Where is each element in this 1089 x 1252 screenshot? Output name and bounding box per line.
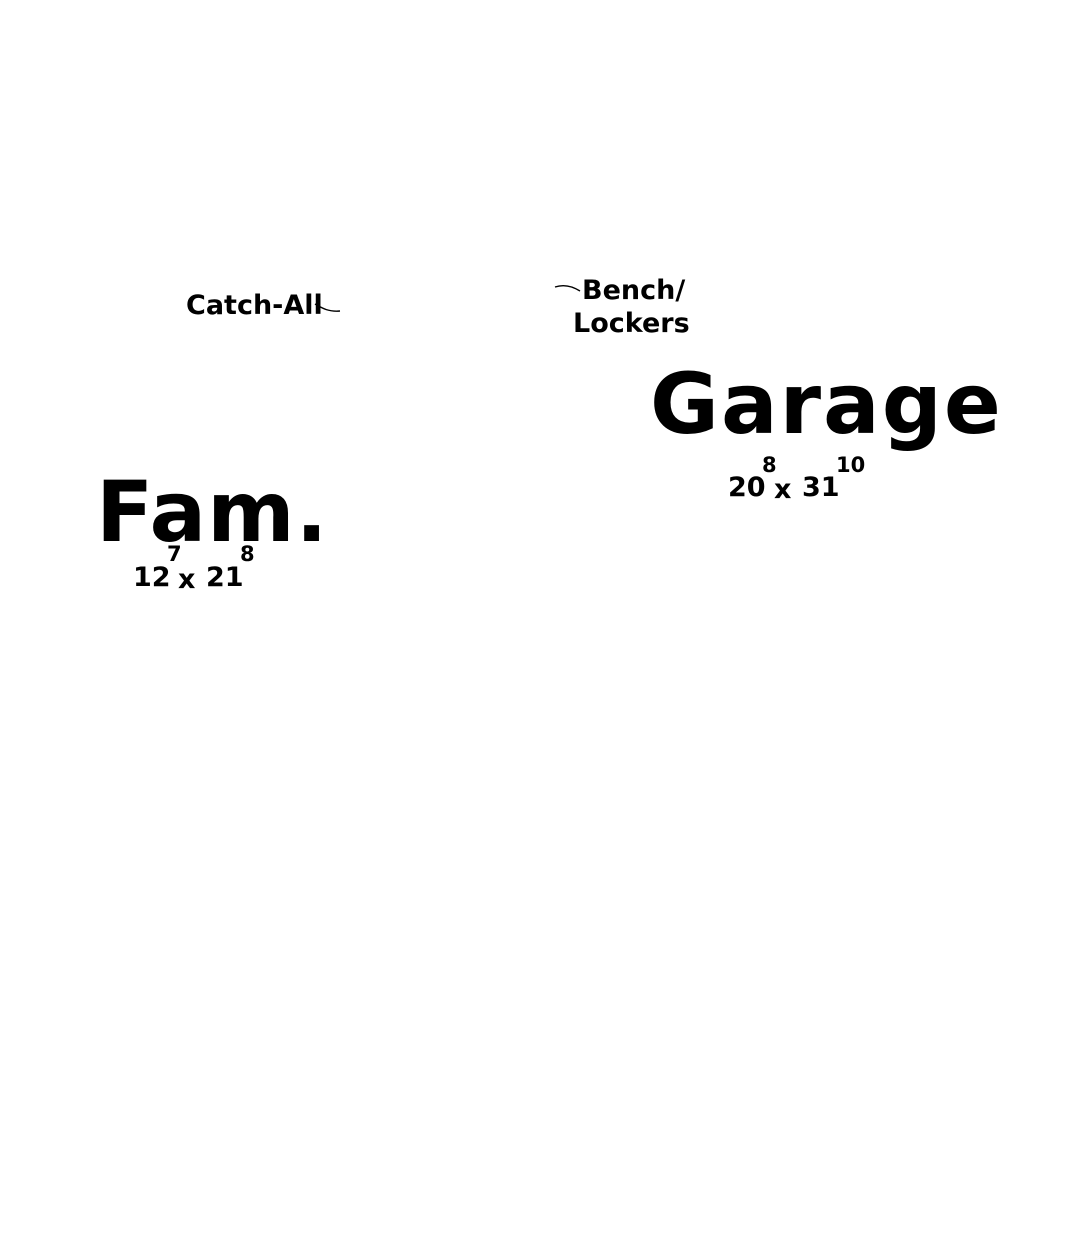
garage-room-name: Garage (650, 355, 1003, 453)
bench-lockers-label-line1: Bench/ (582, 275, 686, 306)
catch-all-leader-line (314, 303, 341, 312)
garage-width-ft: 20 (728, 472, 766, 503)
family-width-in: 7 (167, 542, 182, 566)
garage-dim-separator: x (774, 474, 792, 505)
bench-lockers-label-line2: Lockers (573, 308, 690, 339)
family-length-in: 8 (240, 542, 255, 566)
family-room-name: Fam. (96, 463, 329, 561)
family-length-ft: 21 (206, 562, 244, 593)
garage-length-ft: 31 (802, 472, 840, 503)
catch-all-label: Catch-All (186, 290, 323, 321)
garage-width-in: 8 (762, 453, 777, 477)
family-dim-separator: x (178, 564, 196, 595)
family-width-ft: 12 (133, 562, 171, 593)
bench-lockers-leader-line (554, 284, 581, 292)
garage-length-in: 10 (836, 453, 866, 477)
